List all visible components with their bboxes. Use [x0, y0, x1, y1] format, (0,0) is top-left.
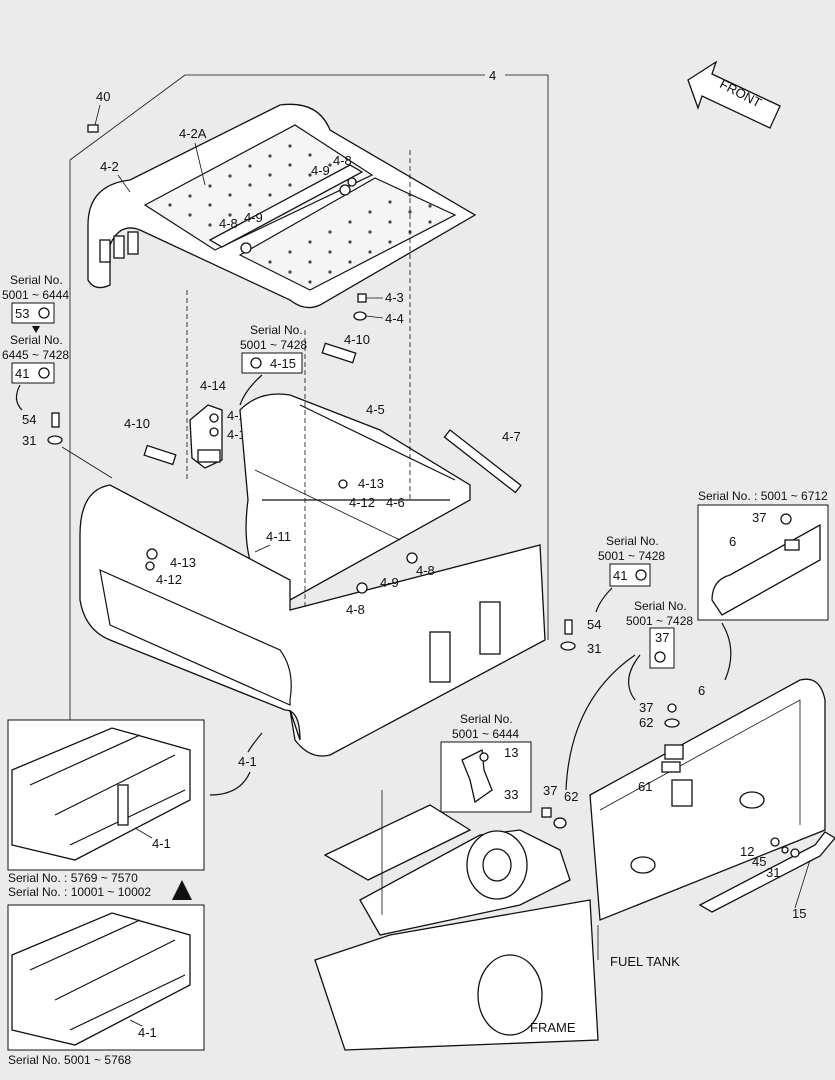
callout-6-inset: 6 — [729, 534, 736, 549]
callout-54-right: 54 — [587, 617, 601, 632]
serial-note-center: Serial No. 5001 ~ 6444 13 33 — [440, 712, 532, 813]
serial-note-6-line2: 5001 ~ 6444 — [452, 727, 519, 741]
callout-6-main: 6 — [698, 683, 705, 698]
serial-note-4-line2: 5001 ~ 7428 — [598, 549, 665, 563]
serial-note-4-line1: Serial No. — [606, 534, 659, 548]
inset-5001-6712: Serial No. : 5001 ~ 6712 37 6 — [697, 489, 829, 681]
callout-31-left: 31 — [22, 433, 36, 448]
callout-31-right: 31 — [587, 641, 601, 656]
callout-4-7: 4-7 — [502, 429, 521, 444]
serial-note-8-line1: Serial No. : 5769 ~ 7570 — [8, 871, 138, 885]
serial-note-7: Serial No. : 5001 ~ 6712 — [698, 489, 828, 503]
inset-5001-5768: 4-1 Serial No. 5001 ~ 5768 — [7, 904, 205, 1067]
callout-31-bracket: 31 — [766, 865, 780, 880]
callout-4-8-right: 4-8 — [416, 563, 435, 578]
serial-note-2-line1: Serial No. — [10, 333, 63, 347]
callout-54-left: 54 — [22, 412, 36, 427]
serial-note-6-line1: Serial No. — [460, 712, 513, 726]
top-cover-4-2: 4-2 4-2A 4-8 4-9 4-8 4-9 — [87, 103, 477, 309]
callout-4-1-main-group: 4-1 — [209, 732, 263, 796]
callout-37-box: 37 — [655, 630, 669, 645]
callout-4: 4 — [489, 68, 496, 83]
serial-note-1-line2: 5001 ~ 6444 — [2, 288, 69, 302]
callout-4-9-right: 4-9 — [380, 575, 399, 590]
callout-4-8-mid: 4-8 — [219, 216, 238, 231]
callout-33: 33 — [504, 787, 518, 802]
callout-53: 53 — [15, 306, 29, 321]
callout-4-12-lower: 4-12 — [156, 572, 182, 587]
callout-4-9-top: 4-9 — [311, 163, 330, 178]
front-arrow: FRONT — [687, 60, 781, 129]
callout-4-6: 4-6 — [386, 495, 405, 510]
callout-4-14: 4-14 — [200, 378, 226, 393]
inset-5769-7570: 4-1 Serial No. : 5769 ~ 7570 Serial No. … — [7, 719, 205, 900]
serial-note-right-middle: Serial No. 5001 ~ 7428 41 54 31 Serial N… — [560, 534, 693, 791]
perforation-pattern — [168, 144, 432, 284]
serial-note-1-line1: Serial No. — [10, 273, 63, 287]
housing-frame: 4-5 4-6 4-12 4-13 — [239, 393, 471, 601]
callout-4-13-upper: 4-13 — [358, 476, 384, 491]
callout-4-8-lower: 4-8 — [346, 602, 365, 617]
callout-62-main: 62 — [639, 715, 653, 730]
callout-62-left-tank: 62 — [564, 789, 578, 804]
callout-41-left: 41 — [15, 366, 29, 381]
serial-note-3-line2: 5001 ~ 7428 — [240, 338, 307, 352]
callout-4-3: 4-3 — [385, 290, 404, 305]
serial-note-5-line2: 5001 ~ 7428 — [626, 614, 693, 628]
part-40-bolt: 40 — [87, 89, 110, 133]
gas-spring-4-7: 4-7 — [443, 429, 522, 494]
callout-4-1-inset2: 4-1 — [138, 1025, 157, 1040]
callout-4-5: 4-5 — [366, 402, 385, 417]
housing-body-left: 4-10 4-13 4-12 4-11 4-8 4-9 4-8 — [79, 150, 546, 757]
callout-4-15-box: 4-15 — [270, 356, 296, 371]
bracket-15: 12 45 31 15 — [698, 831, 835, 921]
callout-13: 13 — [504, 745, 518, 760]
serial-note-3-line1: Serial No. — [250, 323, 303, 337]
callout-4-1-inset1: 4-1 — [152, 836, 171, 851]
callout-4-2: 4-2 — [100, 159, 119, 174]
callout-4-12-upper: 4-12 — [349, 495, 375, 510]
callout-37-inset: 37 — [752, 510, 766, 525]
callout-4-10-lower: 4-10 — [124, 416, 150, 431]
fuel-tank-cover-6: 6 37 62 61 37 62 — [541, 678, 826, 921]
callout-4-1-main: 4-1 — [238, 754, 257, 769]
serial-note-8-line2: Serial No. : 10001 ~ 10002 — [8, 885, 151, 899]
callout-45: 45 — [752, 854, 766, 869]
callout-41-right: 41 — [613, 568, 627, 583]
serial-note-5-line1: Serial No. — [634, 599, 687, 613]
assembly-bracket-4: 4 — [69, 68, 549, 720]
callout-40: 40 — [96, 89, 110, 104]
frame: FUEL TANK FRAME — [314, 790, 680, 1051]
part-4-3-4-4: 4-3 4-4 — [353, 290, 404, 326]
callout-61: 61 — [638, 779, 652, 794]
frame-label: FRAME — [530, 1020, 576, 1035]
serial-note-left-stack: Serial No. 5001 ~ 6444 53 Serial No. 644… — [2, 273, 113, 479]
serial-note-2-line2: 6445 ~ 7428 — [2, 348, 69, 362]
callout-4-9-mid: 4-9 — [244, 210, 263, 225]
serial-note-5001-7428-left: Serial No. 5001 ~ 7428 4-15 — [239, 323, 307, 406]
callout-12: 12 — [740, 844, 754, 859]
serial-note-9: Serial No. 5001 ~ 5768 — [8, 1053, 131, 1067]
callout-4-2A: 4-2A — [179, 126, 207, 141]
part-4-10-upper: 4-10 — [321, 332, 370, 364]
callout-4-11: 4-11 — [266, 529, 291, 544]
callout-15: 15 — [792, 906, 806, 921]
callout-4-13-lower: 4-13 — [170, 555, 196, 570]
callout-4-8-top: 4-8 — [333, 153, 352, 168]
callout-4-10-upper: 4-10 — [344, 332, 370, 347]
callout-37-left-tank: 37 — [543, 783, 557, 798]
callout-37-main: 37 — [639, 700, 653, 715]
callout-4-4: 4-4 — [385, 311, 404, 326]
fuel-tank-label: FUEL TANK — [610, 954, 680, 969]
